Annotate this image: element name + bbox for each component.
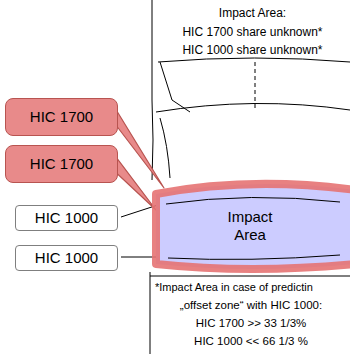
center-line	[255, 62, 256, 108]
windshield-line	[158, 58, 350, 62]
callout-box: HIC 1700	[5, 145, 118, 183]
impact-area-outline	[156, 184, 350, 269]
note-text: HIC 1700 >> 33 1/3%	[152, 317, 350, 331]
body-line	[160, 118, 170, 178]
box-text: HIC 1000	[35, 249, 98, 267]
note-text: *Impact Area in case of predictin	[155, 281, 350, 294]
note-text: Impact Area:	[155, 6, 350, 20]
box-text: HIC 1700	[30, 108, 93, 126]
note-text: HIC 1700 share unknown*	[155, 25, 350, 39]
callout-box: HIC 1700	[5, 98, 118, 136]
callout-tail	[117, 158, 156, 210]
hood-line	[156, 103, 350, 112]
hood-line	[172, 100, 190, 112]
frame-line	[150, 276, 350, 277]
frame-line	[150, 272, 151, 354]
bumper-line	[168, 255, 340, 259]
callout-box: HIC 1000	[15, 205, 118, 231]
bumper-line	[166, 197, 340, 204]
callout-box: HIC 1000	[15, 245, 118, 271]
box-text: Impact Area	[218, 208, 282, 244]
box-text: HIC 1000	[35, 209, 98, 227]
box-text: HIC 1700	[30, 155, 93, 173]
frame-line	[152, 0, 153, 100]
note-text: HIC 1000 share unknown*	[155, 43, 350, 57]
note-text: HIC 1000 << 66 1/3 %	[152, 335, 350, 349]
impact-area: Impact Area	[150, 180, 350, 272]
pillar-line	[160, 62, 172, 100]
note-text: „offset zone“ with HIC 1000:	[152, 299, 350, 313]
